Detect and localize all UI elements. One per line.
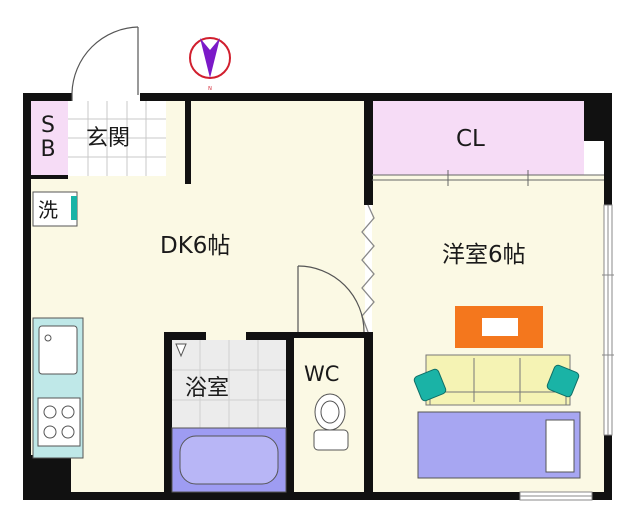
table-icon <box>455 306 543 348</box>
sink-icon <box>38 325 78 375</box>
shower-icon <box>175 343 187 358</box>
compass-north-label: N <box>208 86 212 92</box>
bathtub-icon <box>171 427 287 493</box>
floor-sb <box>30 100 68 176</box>
sofa-icon <box>425 354 571 406</box>
compass-icon: N <box>189 37 231 92</box>
bath-tiles <box>171 340 286 430</box>
window-bottom <box>519 491 593 501</box>
room-label-wash: 洗 <box>38 198 58 222</box>
room-label-bath: 浴室 <box>185 376 230 401</box>
toilet-icon <box>313 393 349 451</box>
cl-doors <box>372 170 604 186</box>
room-label-genkan: 玄関 <box>86 126 131 151</box>
room-label-cl: CL <box>456 126 485 152</box>
stove-icon <box>37 397 81 447</box>
cushion-right-icon <box>546 364 580 398</box>
entrance-door <box>71 26 140 101</box>
floor-cl <box>372 100 584 175</box>
washer-spot <box>32 191 78 227</box>
bed-icon <box>417 411 581 479</box>
cushion-left-icon <box>413 368 447 402</box>
wc-door <box>297 265 365 333</box>
kitchen-counter <box>32 317 84 459</box>
window-right <box>602 204 614 436</box>
folding-door <box>361 204 375 333</box>
room-label-wc: WC <box>304 362 340 386</box>
room-label-dk: DK6帖 <box>160 233 231 259</box>
genkan-tiles <box>68 100 166 176</box>
room-label-youshitsu: 洋室6帖 <box>442 242 526 268</box>
